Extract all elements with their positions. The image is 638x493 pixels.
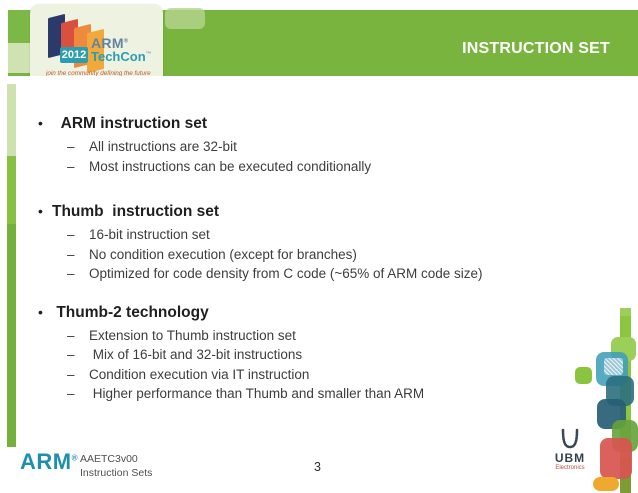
- footer-doc-info: AAETC3v00 Instruction Sets: [80, 452, 152, 480]
- logo-brand-label: ARM: [91, 35, 124, 51]
- accent-square-smallgreen: [575, 367, 592, 384]
- accent-square-orange: [593, 477, 619, 491]
- ubm-logo: UBM Electronics: [546, 428, 594, 472]
- logo-year-badge: 2012: [60, 47, 88, 63]
- sub-bullet-text: No condition execution (except for branc…: [89, 246, 357, 262]
- sub-bullet-row: – 16-bit instruction set: [30, 225, 590, 245]
- header-corner-accent-green: [8, 10, 30, 43]
- sub-bullet-row: – Mix of 16-bit and 32-bit instructions: [30, 345, 590, 365]
- sub-bullet-row: – Most instructions can be executed cond…: [30, 157, 590, 177]
- sub-bullet-text: Higher performance than Thumb and smalle…: [89, 386, 425, 401]
- arm-techcon-logo: 2012 ARM® TechCon™ join the community de…: [30, 4, 163, 85]
- bullet-heading-row: • Thumb instruction set: [30, 200, 590, 223]
- sub-bullet-row: – Optimized for code density from C code…: [30, 264, 590, 284]
- dash-marker: –: [67, 266, 75, 281]
- ubm-wreath-icon: [561, 428, 579, 449]
- dash-marker: –: [67, 158, 75, 174]
- doc-id: AAETC3v00: [80, 453, 138, 465]
- dash-marker: –: [67, 347, 75, 362]
- page-number: 3: [314, 460, 321, 474]
- logo-tagline: join the community defining the future: [46, 70, 151, 77]
- bullet-group-thumb: • Thumb instruction set – 16-bit instruc…: [30, 200, 590, 284]
- bullet-heading: Thumb-2 technology: [52, 303, 209, 321]
- accent-square-red: [600, 438, 632, 479]
- left-accent-strip-mid: [7, 156, 16, 224]
- dash-marker: –: [67, 327, 75, 343]
- sub-bullet-text: Condition execution via IT instruction: [89, 366, 310, 382]
- dash-marker: –: [67, 227, 75, 242]
- slide-title: INSTRUCTION SET: [462, 40, 610, 57]
- ubm-division: Electronics: [555, 465, 585, 471]
- accent-square-hatched: [604, 358, 623, 375]
- bullet-group-thumb2: • Thumb-2 technology – Extension to Thum…: [30, 301, 590, 404]
- logo-subbrand-text: TechCon™: [91, 49, 152, 64]
- left-accent-strip-deep: [7, 224, 16, 447]
- sub-bullet-row: – Extension to Thumb instruction set: [30, 326, 590, 346]
- logo-subbrand-label: TechCon: [91, 49, 146, 64]
- bullet-marker: •: [38, 115, 43, 131]
- bullet-marker: •: [38, 303, 43, 320]
- bullet-heading: ARM instruction set: [52, 115, 208, 132]
- left-accent-strip-pale: [7, 84, 16, 156]
- bullet-group-arm: • ARM instruction set – All instructions…: [30, 112, 590, 176]
- registered-mark: ®: [71, 453, 79, 463]
- arm-footer-brand: ARM: [20, 449, 72, 474]
- doc-title: Instruction Sets: [80, 467, 153, 479]
- header-corner-accent-pale: [8, 43, 30, 73]
- sub-bullet-text: Optimized for code density from C code (…: [89, 266, 483, 281]
- bullet-heading-row: • Thumb-2 technology: [30, 301, 590, 324]
- sub-bullet-text: 16-bit instruction set: [89, 227, 210, 242]
- arm-footer-logo: ARM®: [20, 449, 78, 475]
- dash-marker: –: [67, 366, 75, 382]
- sub-bullet-row: – All instructions are 32-bit: [30, 137, 590, 157]
- dash-marker: –: [67, 386, 75, 401]
- bullet-marker: •: [38, 203, 43, 219]
- content-panel: [8, 76, 630, 493]
- ubm-name: UBM: [554, 451, 586, 465]
- dash-marker: –: [67, 139, 75, 154]
- sub-bullet-row: – Condition execution via IT instruction: [30, 365, 590, 385]
- dash-marker: –: [67, 246, 75, 262]
- bullet-list: • ARM instruction set – All instructions…: [30, 112, 590, 404]
- header-accent-square: [165, 8, 205, 29]
- registered-mark: ®: [123, 38, 129, 45]
- bullet-heading: Thumb instruction set: [52, 203, 220, 220]
- sub-bullet-text: Extension to Thumb instruction set: [89, 327, 296, 343]
- trademark-mark: ™: [145, 51, 152, 58]
- sub-bullet-row: – No condition execution (except for bra…: [30, 245, 590, 265]
- logo-brand-text: ARM®: [91, 35, 129, 51]
- sub-bullet-text: All instructions are 32-bit: [89, 139, 237, 154]
- sub-bullet-text: Mix of 16-bit and 32-bit instructions: [89, 347, 303, 362]
- sub-bullet-text: Most instructions can be executed condit…: [89, 158, 372, 174]
- bullet-heading-row: • ARM instruction set: [30, 112, 590, 135]
- sub-bullet-row: – Higher performance than Thumb and smal…: [30, 384, 590, 404]
